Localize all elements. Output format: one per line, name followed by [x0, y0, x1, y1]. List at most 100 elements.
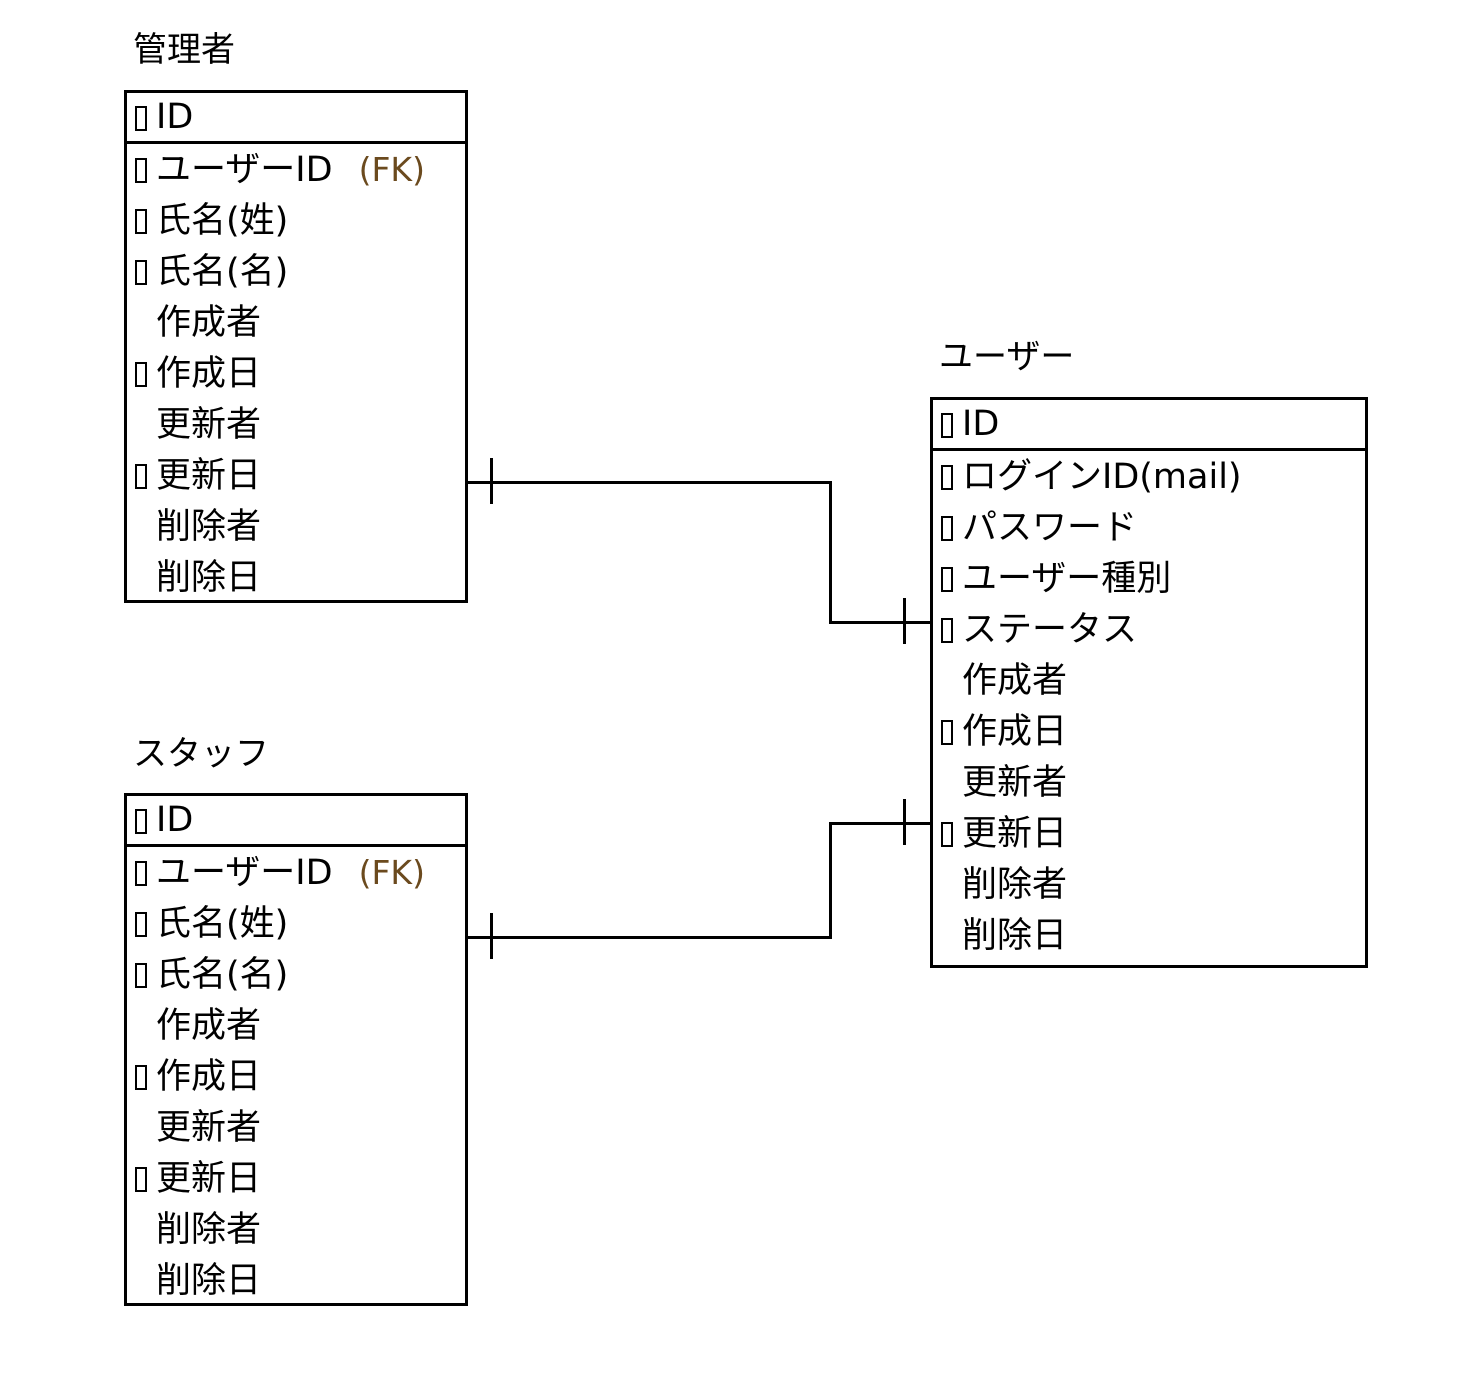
- field-label: 作成者: [156, 302, 262, 343]
- field-label: 氏名(姓): [156, 200, 289, 241]
- field-row[interactable]: 更新者: [933, 757, 1365, 808]
- field-row[interactable]: 削除者: [933, 859, 1365, 910]
- key-marker-icon: [135, 464, 147, 489]
- field-row[interactable]: ログインID(mail): [933, 451, 1365, 502]
- connector-segment-vertical: [829, 481, 832, 623]
- field-row[interactable]: 氏名(姓): [127, 195, 465, 246]
- field-row[interactable]: 作成日: [127, 1051, 465, 1102]
- field-row[interactable]: ユーザー種別: [933, 553, 1365, 604]
- field-label: ID: [962, 404, 1000, 444]
- key-marker-icon: [941, 465, 953, 490]
- field-row[interactable]: ユーザーID (FK): [127, 144, 465, 195]
- field-label: 更新者: [156, 1107, 262, 1148]
- field-label: 作成日: [962, 711, 1068, 752]
- entity-box-user[interactable]: ID ログインID(mail) パスワード ユーザー種別 ステータス 作成者: [930, 397, 1368, 968]
- field-row[interactable]: ID: [127, 93, 465, 144]
- field-label: 作成日: [156, 353, 262, 394]
- entity-fields-user: ID ログインID(mail) パスワード ユーザー種別 ステータス 作成者: [933, 400, 1365, 965]
- connector-segment-horizontal: [829, 621, 933, 624]
- key-marker-icon: [941, 618, 953, 643]
- field-label: ユーザー種別: [962, 558, 1172, 599]
- key-marker-icon: [135, 260, 147, 285]
- field-label: 削除日: [156, 1260, 262, 1301]
- field-label: 更新日: [962, 813, 1068, 854]
- key-marker-icon: [941, 720, 953, 745]
- field-row[interactable]: 削除日: [127, 552, 465, 603]
- key-marker-icon: [135, 362, 147, 387]
- field-label: 更新者: [156, 404, 262, 445]
- field-label: ID: [156, 800, 194, 840]
- cardinality-one-tick: [903, 598, 906, 644]
- key-marker-placeholder: [135, 1218, 147, 1243]
- field-row[interactable]: 作成者: [127, 1000, 465, 1051]
- field-label: 削除者: [156, 1209, 262, 1250]
- key-marker-placeholder: [135, 566, 147, 591]
- field-label: 削除者: [156, 506, 262, 547]
- entity-title-user: ユーザー: [939, 337, 1075, 377]
- cardinality-one-tick: [490, 458, 493, 504]
- foreign-key-tag: (FK): [358, 852, 425, 892]
- key-marker-icon: [941, 516, 953, 541]
- field-row[interactable]: ステータス: [933, 604, 1365, 655]
- field-label: 更新日: [156, 1158, 262, 1199]
- field-row[interactable]: 削除日: [127, 1255, 465, 1306]
- connector-segment-horizontal: [468, 481, 832, 484]
- field-row[interactable]: 作成者: [127, 297, 465, 348]
- key-marker-placeholder: [941, 669, 953, 694]
- key-marker-placeholder: [941, 924, 953, 949]
- field-row[interactable]: 更新者: [127, 399, 465, 450]
- field-label: 更新者: [962, 762, 1068, 803]
- field-row[interactable]: 削除日: [933, 910, 1365, 961]
- key-marker-placeholder: [135, 1269, 147, 1294]
- field-row[interactable]: 更新日: [127, 1153, 465, 1204]
- field-label: 更新日: [156, 455, 262, 496]
- field-label: ステータス: [962, 609, 1138, 650]
- foreign-key-tag: (FK): [358, 149, 425, 189]
- key-marker-icon: [941, 412, 953, 438]
- key-marker-placeholder: [135, 1014, 147, 1039]
- entity-fields-kanrisha: ID ユーザーID (FK) 氏名(姓) 氏名(名) 作成者 作: [127, 93, 465, 600]
- field-row[interactable]: 更新日: [127, 450, 465, 501]
- field-label: ID: [156, 97, 194, 137]
- field-row[interactable]: 作成日: [127, 348, 465, 399]
- key-marker-icon: [135, 158, 147, 183]
- field-row[interactable]: 氏名(姓): [127, 898, 465, 949]
- field-row[interactable]: パスワード: [933, 502, 1365, 553]
- field-row[interactable]: 氏名(名): [127, 949, 465, 1000]
- field-row[interactable]: 削除者: [127, 1204, 465, 1255]
- field-row[interactable]: ユーザーID (FK): [127, 847, 465, 898]
- field-label: 削除日: [962, 915, 1068, 956]
- cardinality-one-tick: [490, 913, 493, 959]
- field-row[interactable]: 氏名(名): [127, 246, 465, 297]
- key-marker-icon: [135, 912, 147, 937]
- key-marker-icon: [135, 808, 147, 834]
- connector-segment-horizontal: [829, 822, 933, 825]
- field-row[interactable]: 作成者: [933, 655, 1365, 706]
- key-marker-placeholder: [135, 413, 147, 438]
- key-marker-icon: [135, 209, 147, 234]
- field-row[interactable]: 作成日: [933, 706, 1365, 757]
- field-row[interactable]: ID: [127, 796, 465, 847]
- field-label: 氏名(名): [156, 954, 289, 995]
- field-label: 氏名(名): [156, 251, 289, 292]
- field-label: ユーザーID: [156, 149, 333, 190]
- field-label: 作成日: [156, 1056, 262, 1097]
- field-label: 削除者: [962, 864, 1068, 905]
- entity-title-kanrisha: 管理者: [133, 30, 235, 70]
- entity-fields-staff: ID ユーザーID (FK) 氏名(姓) 氏名(名) 作成者 作: [127, 796, 465, 1303]
- key-marker-placeholder: [941, 771, 953, 796]
- field-label: ユーザーID: [156, 852, 333, 893]
- key-marker-placeholder: [135, 515, 147, 540]
- key-marker-icon: [135, 1065, 147, 1090]
- entity-box-staff[interactable]: ID ユーザーID (FK) 氏名(姓) 氏名(名) 作成者 作: [124, 793, 468, 1306]
- field-row[interactable]: ID: [933, 400, 1365, 451]
- field-label: 作成者: [156, 1005, 262, 1046]
- field-row[interactable]: 削除者: [127, 501, 465, 552]
- field-row[interactable]: 更新者: [127, 1102, 465, 1153]
- field-label: 氏名(姓): [156, 903, 289, 944]
- field-label: パスワード: [962, 507, 1138, 548]
- field-row[interactable]: 更新日: [933, 808, 1365, 859]
- entity-box-kanrisha[interactable]: ID ユーザーID (FK) 氏名(姓) 氏名(名) 作成者 作: [124, 90, 468, 603]
- key-marker-icon: [135, 105, 147, 131]
